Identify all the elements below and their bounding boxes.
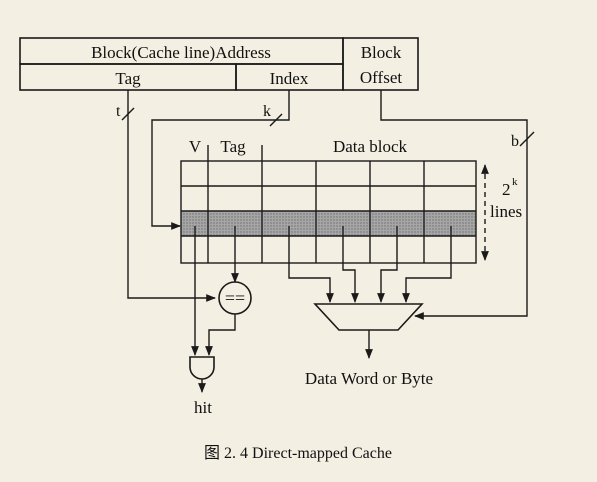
index-wire: k (151, 90, 290, 230)
lines-indicator: 2 k lines (481, 164, 522, 261)
tag-column-header: Tag (220, 137, 246, 156)
offset-width-label: b (511, 133, 519, 150)
address-register: Block(Cache line)Address Tag Index Block… (19, 37, 419, 91)
valid-column-header: V (189, 137, 202, 156)
offset-label-line2: Offset (360, 68, 402, 87)
line-count-base: 2 (502, 180, 511, 199)
index-field-label: Index (270, 69, 309, 88)
readout-wires (191, 226, 239, 356)
cache-array: V Tag Data block (180, 137, 477, 264)
line-count-unit: lines (490, 202, 522, 221)
figure-caption: 图 2. 4 Direct-mapped Cache (204, 445, 392, 462)
cache-array-border (180, 160, 477, 264)
address-title: Block(Cache line)Address (91, 43, 271, 62)
index-width-label: k (263, 103, 271, 120)
data-block-header: Data block (333, 137, 408, 156)
tag-wire: t (116, 90, 216, 302)
offset-wire: b (380, 90, 535, 320)
offset-width-slash (519, 131, 535, 147)
and-gate: hit (189, 356, 215, 417)
output-label: Data Word or Byte (305, 369, 433, 388)
line-count-exponent: k (512, 176, 518, 188)
mux-input-wires (288, 226, 452, 303)
comparator-symbol: == (225, 288, 245, 308)
tag-width-label: t (116, 103, 121, 120)
multiplexer: Data Word or Byte (305, 303, 433, 388)
offset-label-line1: Block (361, 43, 402, 62)
tag-width-slash (121, 107, 135, 121)
tag-comparator: == (218, 281, 252, 315)
selected-cache-line (181, 211, 476, 236)
tag-field-label: Tag (115, 69, 141, 88)
index-width-slash (269, 113, 283, 127)
hit-label: hit (194, 398, 212, 417)
